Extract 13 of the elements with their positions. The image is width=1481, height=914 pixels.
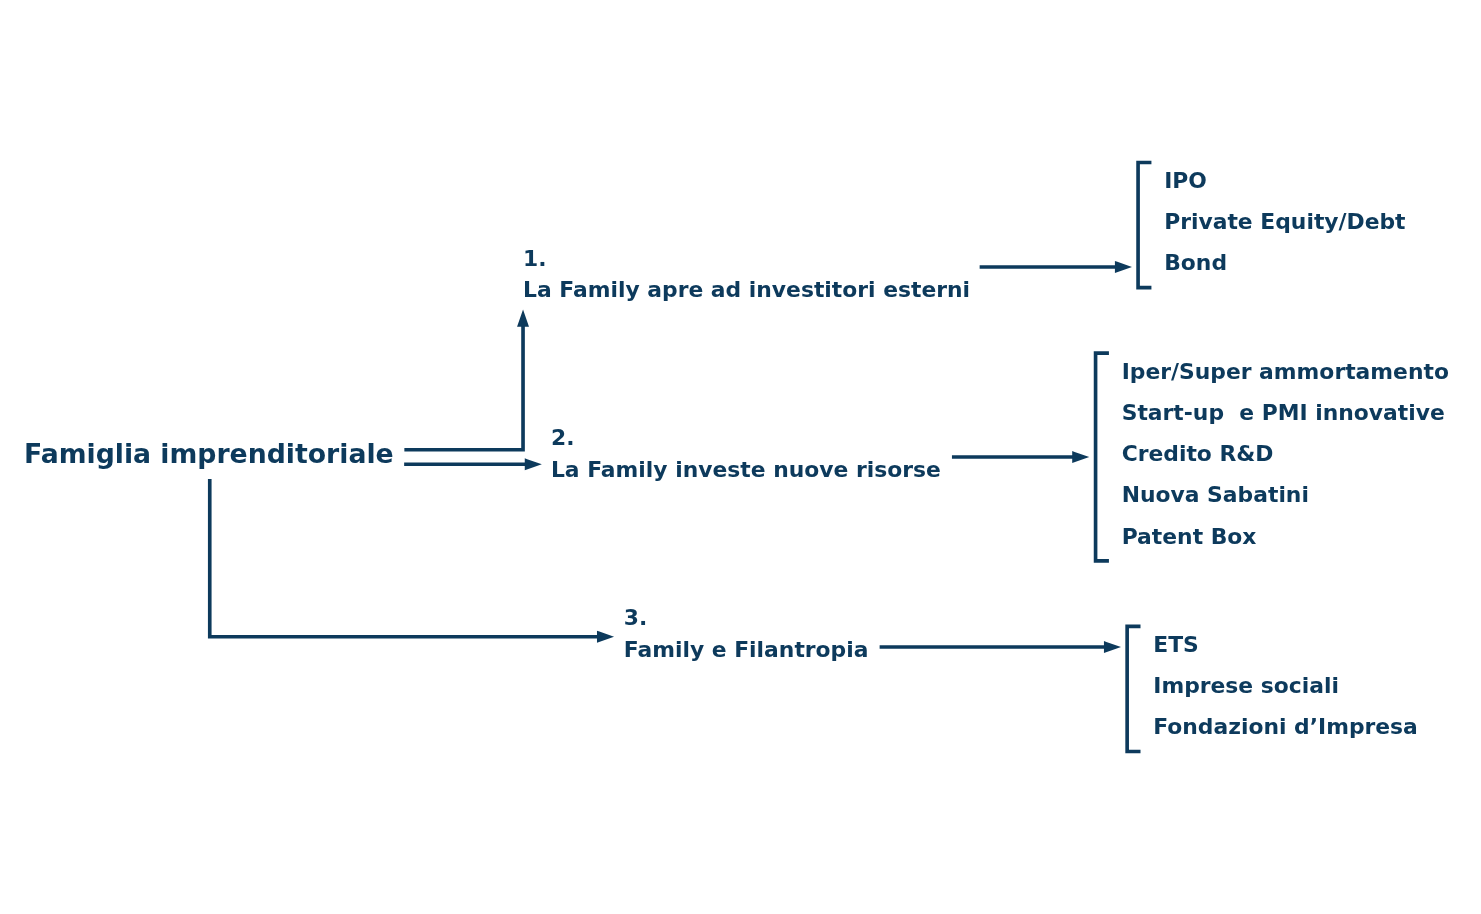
node-text: IPO Private Equity/Debt Bond <box>1163 167 1406 276</box>
arrow <box>207 479 614 643</box>
arrow <box>879 641 1121 653</box>
arrow <box>403 309 529 452</box>
arrow <box>403 458 542 471</box>
arrow <box>979 261 1132 273</box>
node-text: Iper/Super ammortamento Start-up e PMI innovative Credito R&D Nuova Sabatini Patent Box <box>1121 358 1449 549</box>
node-text: 1. La Family apre ad investitori esterni <box>522 245 970 303</box>
node-text: 2. La Family investe nuove risorse <box>550 425 941 482</box>
node-text: 3. Family e Filantropia <box>623 605 868 662</box>
arrow <box>951 451 1089 463</box>
node-text: ETS Imprese sociali Fondazioni d’Impresa <box>1152 631 1418 740</box>
node-text: Famiglia imprenditoriale <box>23 437 394 469</box>
